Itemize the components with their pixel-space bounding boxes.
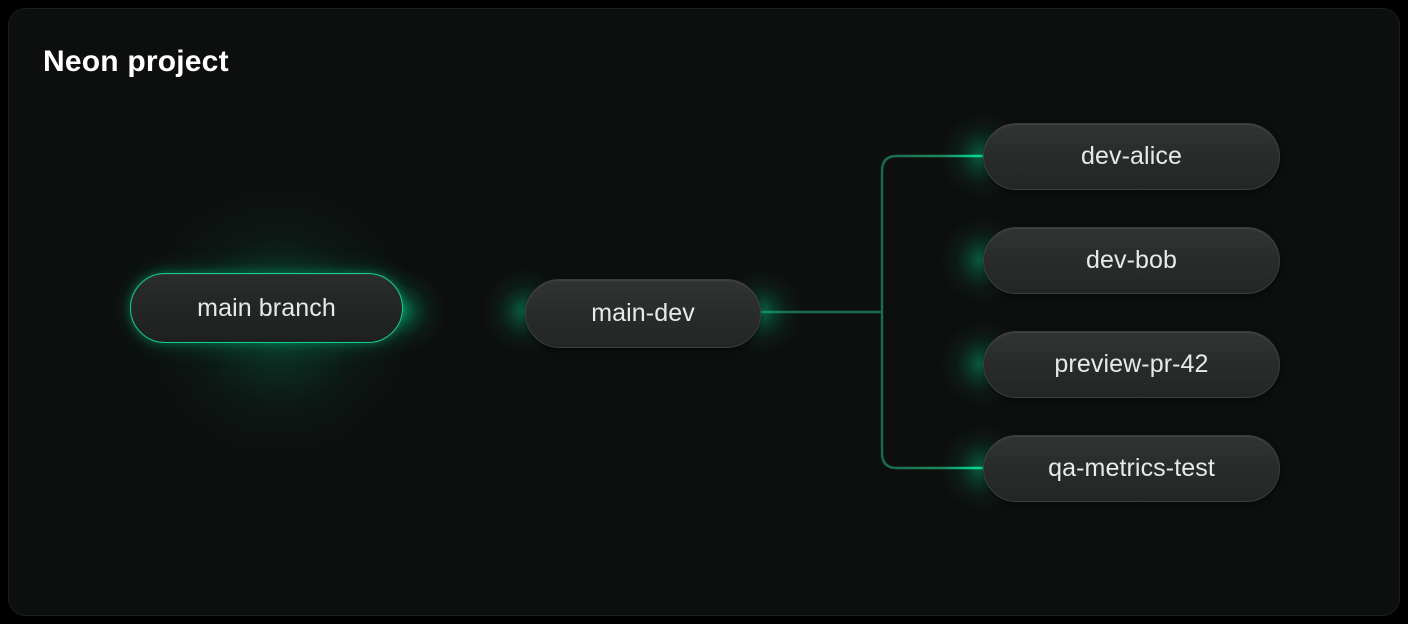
branch-node-qa-metrics-test[interactable]: qa-metrics-test xyxy=(983,435,1280,502)
branch-node-dev-alice[interactable]: dev-alice xyxy=(983,123,1280,190)
branch-node-preview-pr-42-label: preview-pr-42 xyxy=(1054,350,1209,378)
wire-branch-qa-metrics-test xyxy=(880,452,983,470)
branch-node-dev-bob-label: dev-bob xyxy=(1085,246,1178,274)
branch-node-main-label: main branch xyxy=(197,293,336,322)
page-title: Neon project xyxy=(43,45,229,78)
branch-node-preview-pr-42[interactable]: preview-pr-42 xyxy=(983,331,1280,398)
project-card: Neon project xyxy=(8,8,1400,616)
branch-node-dev-alice-label: dev-alice xyxy=(1081,142,1182,170)
branch-node-main[interactable]: main branch xyxy=(130,273,403,343)
branch-node-main-dev-label: main-dev xyxy=(591,299,695,327)
branch-node-main-dev[interactable]: main-dev xyxy=(525,279,761,348)
branch-node-dev-bob[interactable]: dev-bob xyxy=(983,227,1280,294)
wire-branch-dev-alice xyxy=(880,154,983,172)
branch-node-qa-metrics-test-label: qa-metrics-test xyxy=(1048,454,1215,482)
